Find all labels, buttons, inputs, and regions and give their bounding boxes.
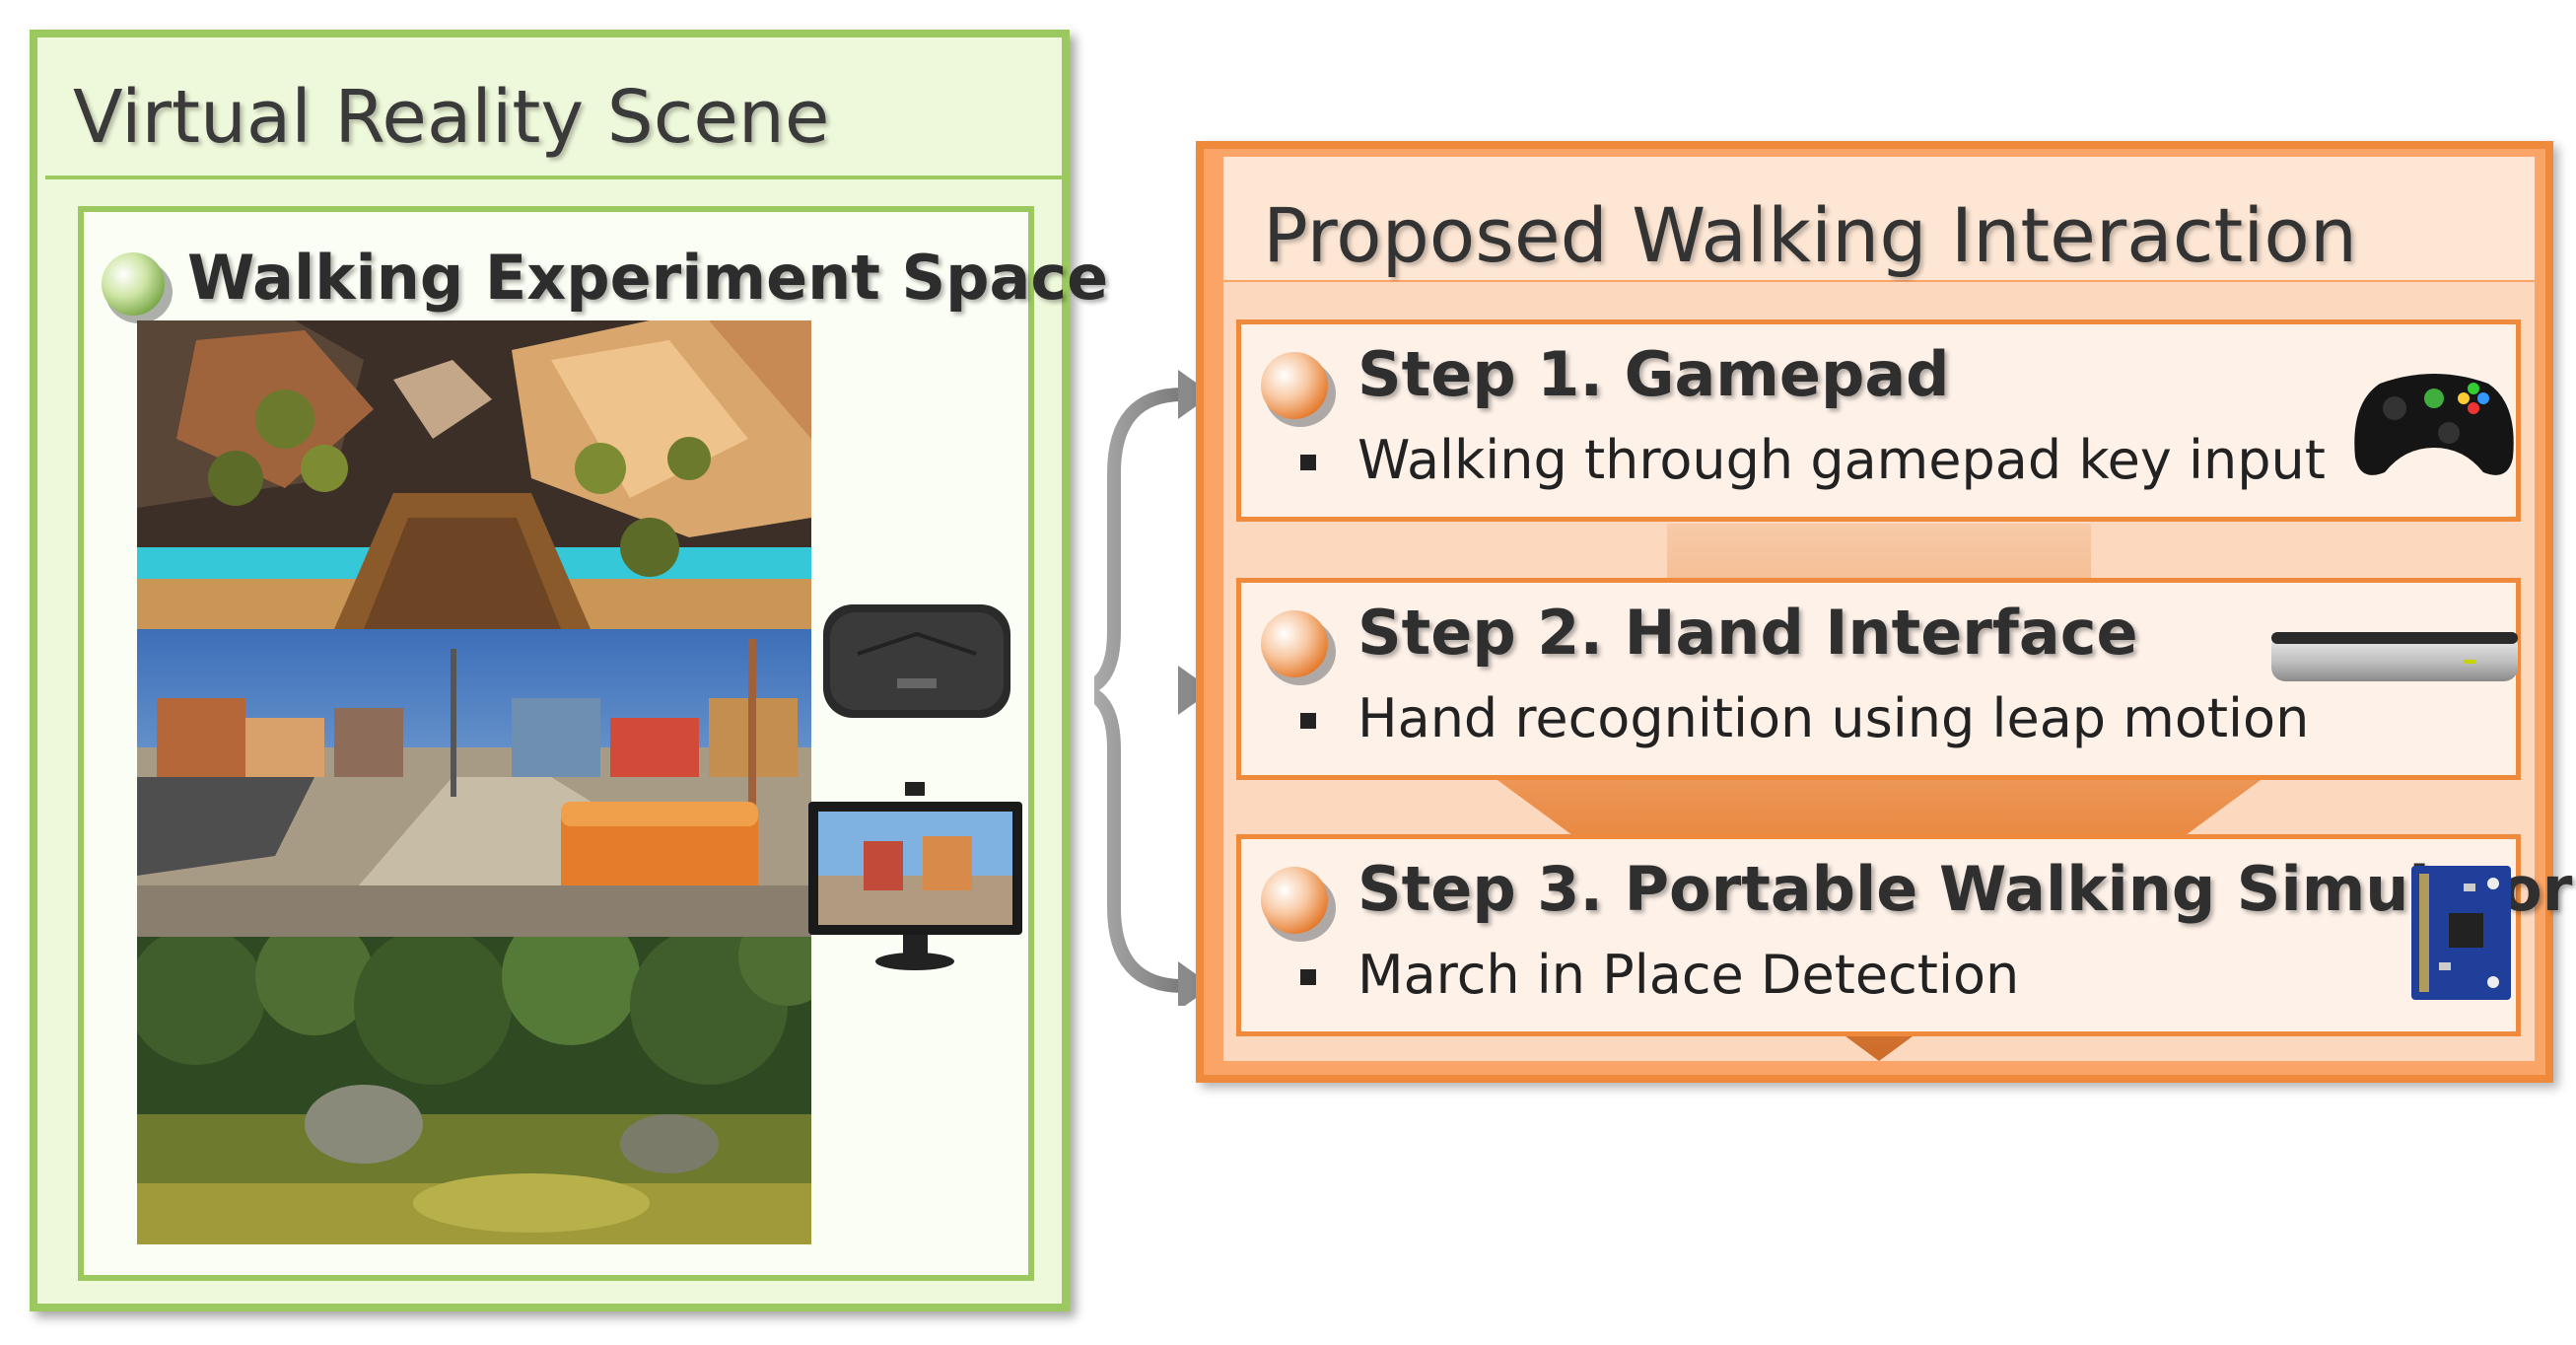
step-title: Step 3. Portable Walking Simulator — [1358, 853, 2573, 925]
title-divider — [45, 176, 1062, 179]
virtual-reality-scene-panel: Virtual Reality Scene Walking Experiment… — [30, 30, 1108, 1311]
step-description: Walking through gamepad key input — [1358, 429, 2326, 491]
bullet-square — [1300, 969, 1316, 985]
orange-sphere-bullet-icon — [1261, 867, 1336, 942]
panel-title: Virtual Reality Scene — [73, 75, 830, 160]
progression-arrow — [1430, 524, 2328, 1061]
low-poly-canyon-scene-image — [137, 320, 811, 629]
space-title: Walking Experiment Space — [187, 242, 1109, 314]
step-description: Hand recognition using leap motion — [1358, 687, 2310, 749]
sensor-board-icon — [2411, 866, 2511, 1000]
panel-title: Proposed Walking Interaction — [1263, 191, 2358, 279]
proposed-walking-interaction-panel: Proposed Walking Interaction — [1196, 141, 2572, 1083]
oculus-headset-icon — [823, 604, 1010, 718]
orange-sphere-bullet-icon — [1261, 610, 1336, 685]
green-sphere-bullet-icon — [102, 252, 173, 323]
bullet-square — [1300, 713, 1316, 729]
step-description: March in Place Detection — [1358, 944, 2020, 1006]
panel-header: Proposed Walking Interaction — [1223, 157, 2535, 280]
step-1-box: Step 1. Gamepad Walking through gamepad … — [1236, 319, 2521, 522]
bullet-square — [1300, 455, 1316, 470]
step-title: Step 2. Hand Interface — [1358, 597, 2138, 669]
orange-sphere-bullet-icon — [1261, 352, 1336, 427]
gamepad-icon — [2354, 374, 2514, 475]
connector-arrows — [1094, 370, 1213, 1006]
monitor-display-icon — [808, 782, 1022, 970]
step-3-box: Step 3. Portable Walking Simulator March… — [1236, 834, 2572, 1036]
cartoon-village-scene-image — [137, 629, 811, 937]
step-2-box: Step 2. Hand Interface Hand recognition … — [1236, 578, 2521, 780]
walking-experiment-space-panel: Walking Experiment Space — [78, 206, 1108, 1281]
forest-scene-image — [137, 937, 811, 1244]
step-title: Step 1. Gamepad — [1358, 338, 1950, 410]
leap-motion-icon — [2271, 632, 2518, 681]
